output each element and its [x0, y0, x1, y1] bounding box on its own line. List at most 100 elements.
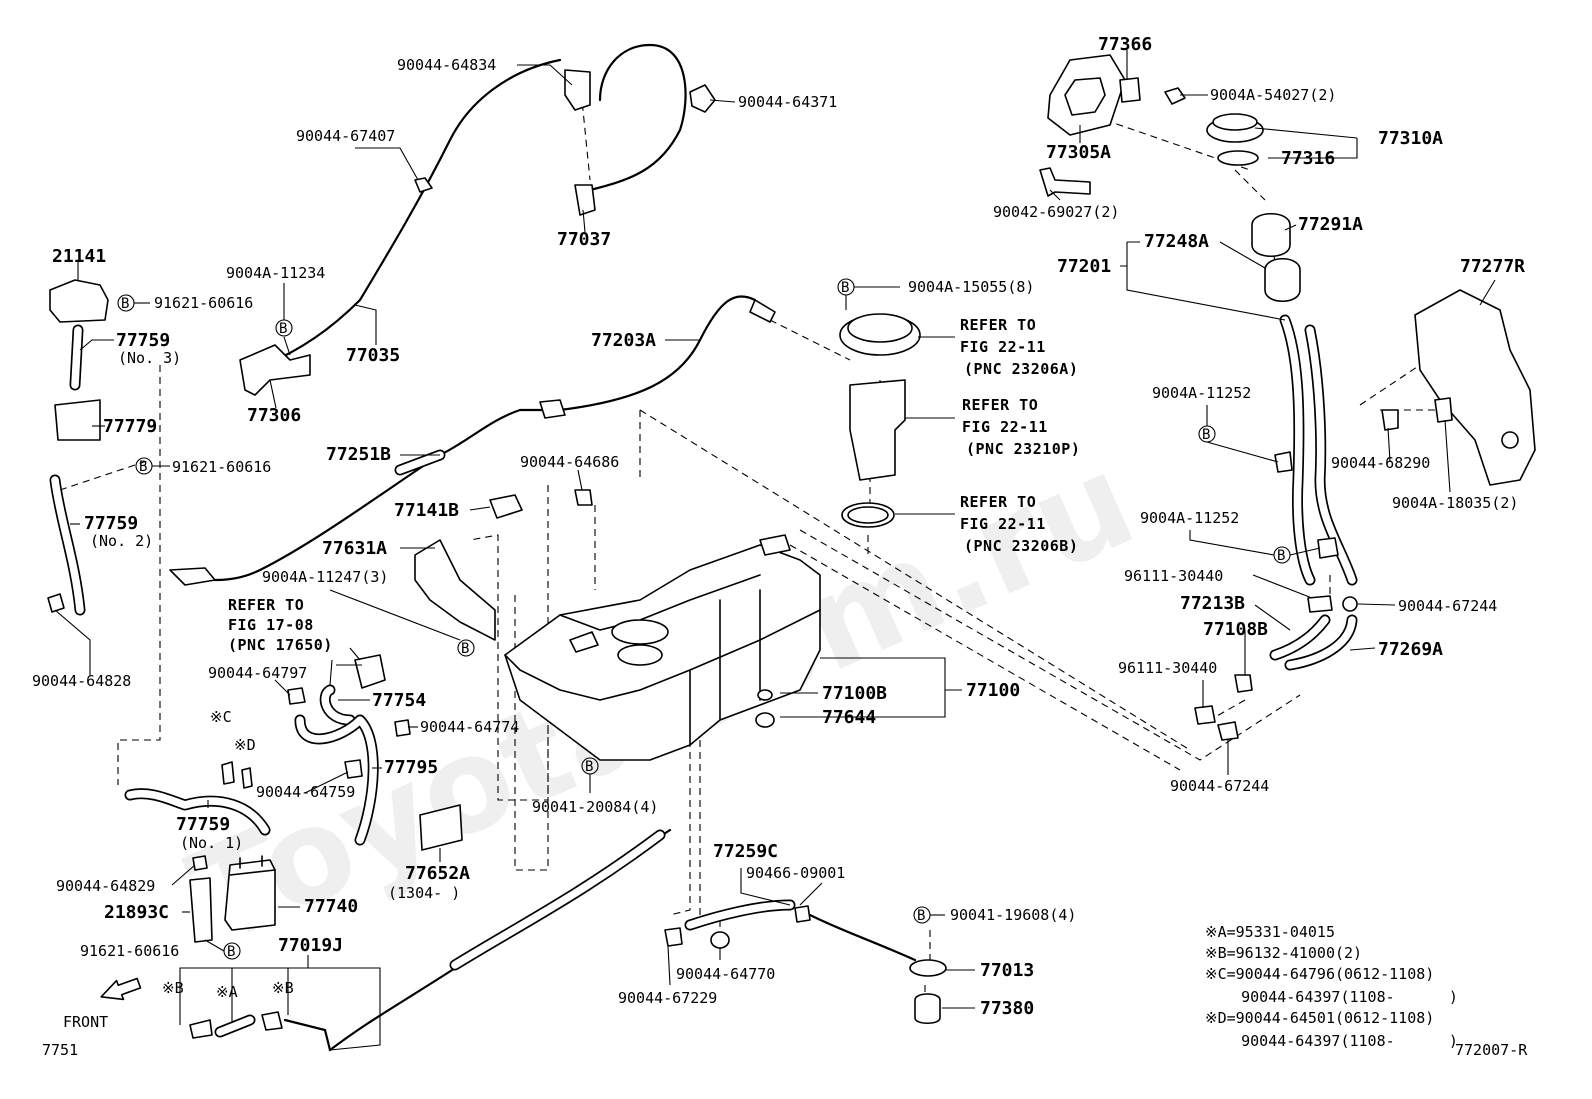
part-label[interactable]: 90044-64686	[520, 453, 619, 471]
part-label[interactable]: ※C	[210, 708, 232, 726]
refer-note-line: REFER TO	[960, 493, 1036, 511]
part-label[interactable]: 77291A	[1298, 214, 1363, 235]
part-label[interactable]: 77310A	[1378, 128, 1443, 149]
refer-notes: REFER TO FIG 22-11 (PNC 23206A) REFER TO…	[228, 316, 1080, 661]
part-label[interactable]: 77141B	[394, 500, 459, 521]
part-label[interactable]: 77631A	[322, 538, 387, 559]
part-label[interactable]: 21893C	[104, 902, 169, 923]
part-label[interactable]: ※D	[234, 736, 256, 754]
legend-line: ※A=95331-04015	[1205, 923, 1335, 941]
refer-note-line: (PNC 23206A)	[964, 360, 1078, 378]
diagram-id: 772007-R	[1455, 1041, 1528, 1059]
part-label[interactable]: 9004A-11247(3)	[262, 568, 388, 586]
part-label[interactable]: 77366	[1098, 34, 1152, 55]
part-label[interactable]: 91621-60616	[154, 294, 253, 312]
part-labels: 77366 90044-64834 90044-64371 9004A-5402…	[32, 34, 1525, 1019]
part-label[interactable]: 96111-30440	[1124, 567, 1223, 585]
part-label[interactable]: 77759	[116, 330, 170, 351]
part-label[interactable]: 77251B	[326, 444, 391, 465]
refer-note-line: (PNC 23210P)	[966, 440, 1080, 458]
part-label[interactable]: 77305A	[1046, 142, 1111, 163]
part-label[interactable]: ※B	[272, 979, 294, 997]
part-label[interactable]: 96111-30440	[1118, 659, 1217, 677]
part-label[interactable]: 77201	[1057, 256, 1111, 277]
b-marker: B	[461, 641, 469, 657]
part-label[interactable]: 77754	[372, 690, 426, 711]
part-label[interactable]: 90044-64828	[32, 672, 131, 690]
part-label[interactable]: 77316	[1281, 148, 1335, 169]
part-label[interactable]: 90044-64774	[420, 718, 519, 736]
b-marker: B	[1202, 427, 1210, 443]
part-label[interactable]: 9004A-15055(8)	[908, 278, 1034, 296]
part-label[interactable]: 90044-64829	[56, 877, 155, 895]
part-drawings	[47, 43, 1536, 1052]
part-label[interactable]: 77248A	[1144, 231, 1209, 252]
part-label[interactable]: 77306	[247, 405, 301, 426]
part-label[interactable]: 91621-60616	[80, 942, 179, 960]
part-label[interactable]: 9004A-54027(2)	[1210, 86, 1336, 104]
part-label[interactable]: (No. 3)	[118, 349, 181, 367]
part-label[interactable]: 77644	[822, 707, 876, 728]
part-label[interactable]: 90044-64759	[256, 783, 355, 801]
page-ref: 7751	[42, 1041, 78, 1059]
part-label[interactable]: 77213B	[1180, 593, 1245, 614]
part-label[interactable]: 77269A	[1378, 639, 1443, 660]
part-label[interactable]: 9004A-11252	[1140, 509, 1239, 527]
part-label[interactable]: 77759	[84, 513, 138, 534]
b-marker: B	[917, 908, 925, 924]
refer-note-line: FIG 22-11	[960, 338, 1046, 356]
part-label[interactable]: 77795	[384, 757, 438, 778]
legend: ※A=95331-04015 ※B=96132-41000(2) ※C=9004…	[1205, 923, 1458, 1050]
part-label[interactable]: 91621-60616	[172, 458, 271, 476]
refer-note-line: FIG 17-08	[228, 616, 314, 634]
refer-note-line: (PNC 23206B)	[964, 537, 1078, 555]
part-label[interactable]: 90044-64797	[208, 664, 307, 682]
part-label[interactable]: 77108B	[1203, 619, 1268, 640]
part-label[interactable]: 77277R	[1460, 256, 1525, 277]
part-label[interactable]: 90044-67407	[296, 127, 395, 145]
part-label[interactable]: 77203A	[591, 330, 656, 351]
part-label[interactable]: 21141	[52, 246, 106, 267]
legend-line: ※B=96132-41000(2)	[1205, 944, 1362, 962]
part-label[interactable]: 90041-20084(4)	[532, 798, 658, 816]
part-label[interactable]: 90044-64770	[676, 965, 775, 983]
part-label[interactable]: 77019J	[278, 935, 343, 956]
part-label[interactable]: 90041-19608(4)	[950, 906, 1076, 924]
part-label[interactable]: 9004A-11252	[1152, 384, 1251, 402]
legend-line: 90044-64397(1108- )	[1205, 1032, 1458, 1050]
part-label[interactable]: ※B	[162, 979, 184, 997]
legend-line: ※D=90044-64501(0612-1108)	[1205, 1009, 1434, 1027]
legend-line: ※C=90044-64796(0612-1108)	[1205, 965, 1434, 983]
part-label[interactable]: 90044-64834	[397, 56, 496, 74]
part-label[interactable]: 90044-68290	[1331, 454, 1430, 472]
part-label[interactable]: 77740	[304, 896, 358, 917]
refer-note-line: FIG 22-11	[962, 418, 1048, 436]
part-label[interactable]: 90044-64371	[738, 93, 837, 111]
part-label[interactable]: 77759	[176, 814, 230, 835]
part-label[interactable]: 9004A-11234	[226, 264, 325, 282]
part-label[interactable]: 77037	[557, 229, 611, 250]
part-label[interactable]: 77779	[103, 416, 157, 437]
part-label[interactable]: 90044-67244	[1170, 777, 1269, 795]
part-label[interactable]: 9004A-18035(2)	[1392, 494, 1518, 512]
part-label[interactable]: 90042-69027(2)	[993, 203, 1119, 221]
part-label[interactable]: 77100B	[822, 683, 887, 704]
part-label[interactable]: 77380	[980, 998, 1034, 1019]
part-label[interactable]: ※A	[216, 983, 238, 1001]
legend-line: 90044-64397(1108- )	[1205, 988, 1458, 1006]
part-label[interactable]: (1304- )	[388, 884, 460, 902]
part-label[interactable]: (No. 2)	[90, 532, 153, 550]
refer-note-line: FIG 22-11	[960, 515, 1046, 533]
part-label[interactable]: 77100	[966, 680, 1020, 701]
part-label[interactable]: 77259C	[713, 841, 778, 862]
part-label[interactable]: 77013	[980, 960, 1034, 981]
b-marker: B	[139, 459, 147, 475]
part-label[interactable]: 90044-67244	[1398, 597, 1497, 615]
part-label[interactable]: 90044-67229	[618, 989, 717, 1007]
part-label[interactable]: 77652A	[405, 863, 470, 884]
part-label[interactable]: 77035	[346, 345, 400, 366]
part-label[interactable]: (No. 1)	[180, 834, 243, 852]
part-label[interactable]: 90466-09001	[746, 864, 845, 882]
